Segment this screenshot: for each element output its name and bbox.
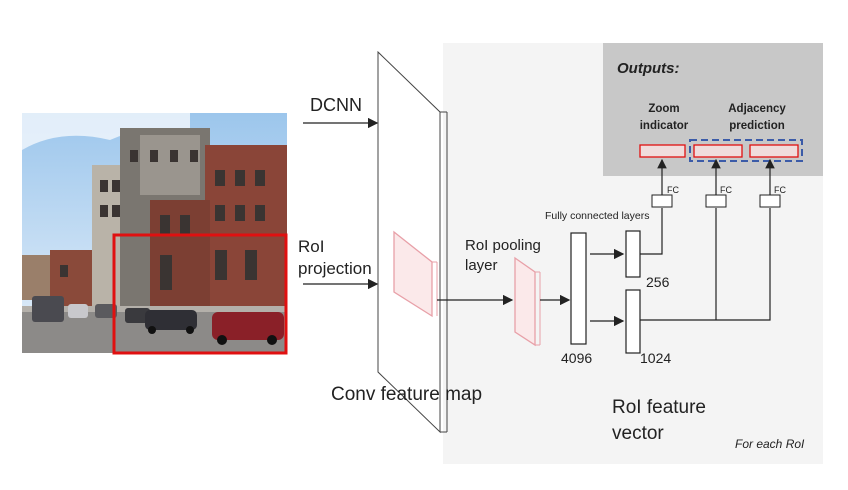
fc-head-adjacency-2 <box>759 194 781 208</box>
zoom-output-bar <box>639 144 686 158</box>
roi-feature-vector-label-line2: vector <box>612 423 664 444</box>
fc-layer-256 <box>625 230 641 278</box>
roi-pooling-slab <box>514 256 536 347</box>
fc256-to-zoom-line <box>640 208 663 255</box>
adjacency-dashed-group <box>689 139 803 162</box>
outputs-title: Outputs: <box>617 60 679 77</box>
zoom-indicator-label-line1: Zoom <box>648 103 679 115</box>
fc-4096-label: 4096 <box>561 350 592 366</box>
dcnn-label: DCNN <box>310 95 362 115</box>
fc-layer-1024 <box>625 289 641 354</box>
roi-pooling-label-line2: layer <box>465 257 498 274</box>
roi-bounding-box <box>112 233 288 355</box>
fc-head-adjacency-2-label: FC <box>774 185 786 195</box>
adjacency-label-line1: Adjacency <box>728 103 786 115</box>
zoom-indicator-label-line2: indicator <box>640 120 689 132</box>
for-each-roi-label: For each RoI <box>735 437 805 451</box>
fc-1024-label: 1024 <box>640 350 671 366</box>
adjacency-output-bar-2 <box>749 144 799 158</box>
conv-feature-map-label: Conv feature map <box>331 384 482 405</box>
roi-projection-region <box>393 230 433 318</box>
roi-feature-vector-label-line1: RoI feature <box>612 397 706 418</box>
roi-pooling-label-line1: RoI pooling <box>465 237 541 254</box>
street-photo <box>22 113 287 353</box>
adjacency-label-line2: prediction <box>729 120 785 132</box>
roi-projection-label-line2: projection <box>298 259 372 278</box>
adjacency-output-bar-1 <box>693 144 743 158</box>
conv-feature-map-slab <box>377 50 441 434</box>
fc-head-zoom <box>651 194 673 208</box>
fc-head-zoom-label: FC <box>667 185 679 195</box>
fc-head-adjacency-1 <box>705 194 727 208</box>
fc-layer-4096 <box>570 232 587 345</box>
fully-connected-label: Fully connected layers <box>545 210 649 222</box>
fc-256-label: 256 <box>646 274 670 290</box>
roi-projection-label-line1: RoI <box>298 237 324 256</box>
fc1024-to-adjacency-line <box>640 208 771 321</box>
fc-head-adjacency-1-label: FC <box>720 185 732 195</box>
